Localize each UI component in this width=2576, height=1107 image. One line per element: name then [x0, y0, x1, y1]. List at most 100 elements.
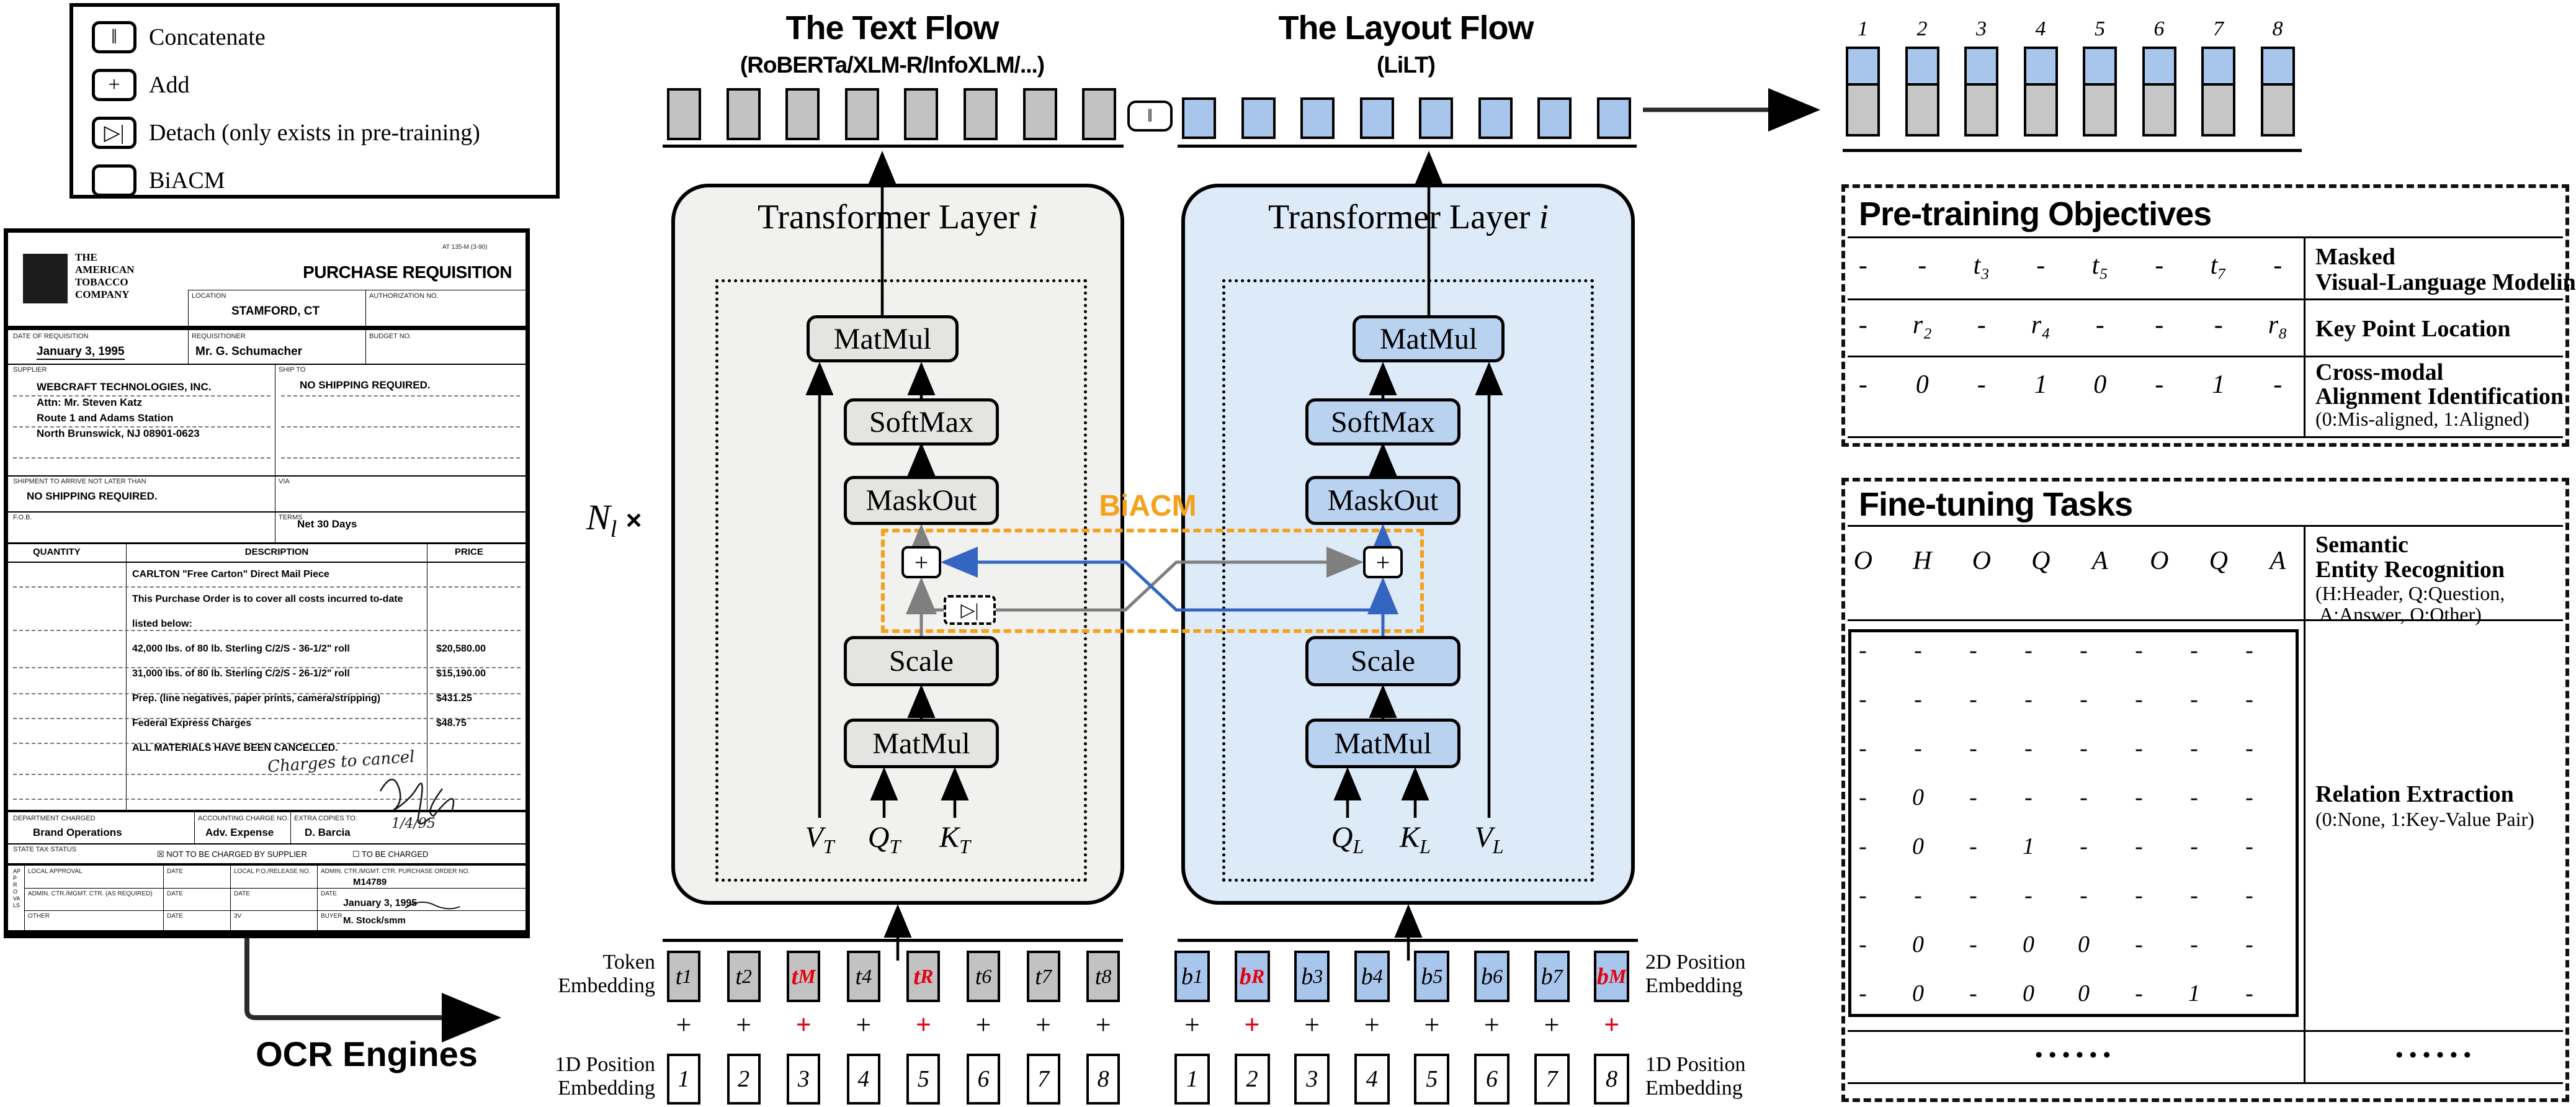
- add-symbol: +: [856, 1009, 872, 1040]
- pos2d-plus-row: ++++++++: [1174, 1009, 1629, 1040]
- line-item-price: $20,580.00: [436, 643, 486, 654]
- relation-matrix-cell: -: [1969, 686, 1977, 712]
- price-header: PRICE: [455, 547, 483, 557]
- output-index: 1: [1858, 17, 1868, 40]
- mvlm-value: -: [2036, 251, 2046, 280]
- tax-label: STATE TAX STATUS: [13, 846, 77, 853]
- line-item-description: CARLTON "Free Carton" Direct Mail Piece: [132, 569, 329, 580]
- relation-matrix-cell: -: [2245, 882, 2253, 908]
- legend-item-label: Concatenate: [149, 24, 266, 50]
- line-items: CARLTON "Free Carton" Direct Mail Piece …: [8, 565, 525, 764]
- terms-label: TERMS: [279, 514, 303, 521]
- output-column: [1846, 47, 1880, 137]
- supplier-address: WEBCRAFT TECHNOLOGIES, INC.Attn: Mr. Ste…: [37, 381, 212, 439]
- line-item-description: listed below:: [132, 619, 192, 629]
- output-text-part: [2142, 86, 2176, 137]
- output-index: 8: [2272, 17, 2283, 40]
- text-matmul-bottom: MatMul: [844, 719, 999, 768]
- output-text-part: [1905, 86, 1939, 137]
- relation-matrix-cell: -: [1859, 686, 1867, 712]
- relation-matrix-cell: -: [1914, 637, 1922, 663]
- buyer-label: BUYER: [321, 913, 342, 920]
- relation-matrix-cell: -: [2080, 735, 2088, 761]
- text-flow-title: The Text Flow: [785, 9, 999, 47]
- shipment-label: SHIPMENT TO ARRIVE NOT LATER THAN: [13, 478, 146, 485]
- relation-matrix-cell: -: [2245, 980, 2253, 1006]
- relation-matrix-cell: 0: [2023, 931, 2034, 957]
- concatenate-node: ‖: [1127, 101, 1173, 132]
- ocr-engines-label: OCR Engines: [256, 1034, 478, 1073]
- pos1d-box: 4: [1354, 1054, 1390, 1105]
- mvlm-value: -: [2155, 251, 2164, 280]
- relation-matrix: -------------------------0-------0-1----…: [1835, 625, 2277, 1018]
- mvlm-value: t₃: [1973, 251, 1990, 280]
- relation-matrix-cell: -: [1969, 980, 1977, 1006]
- fob-label: F.O.B.: [13, 514, 32, 521]
- relation-matrix-cell: -: [1859, 784, 1867, 810]
- cai-value: 0: [2093, 370, 2107, 399]
- relation-matrix-cell: -: [2024, 637, 2033, 663]
- line-item-description: Federal Express Charges: [132, 718, 252, 728]
- text-scale: Scale: [844, 636, 999, 686]
- accounting-label: ACCOUNTING CHARGE NO.: [198, 815, 289, 822]
- layout-input-q: QL: [1331, 821, 1364, 858]
- relation-matrix-cell: -: [2190, 931, 2198, 957]
- legend-items: ‖ Concatenate + Add ▷| Detach (only exis…: [92, 13, 480, 204]
- text-flow-subtitle: (RoBERTa/XLM-R/InfoXLM/...): [740, 52, 1045, 78]
- relation-matrix-cell: 1: [2188, 980, 2200, 1006]
- cai-value: 1: [2034, 370, 2047, 399]
- relation-matrix-cell: -: [1969, 882, 1977, 908]
- description-header: DESCRIPTION: [244, 547, 309, 557]
- output-text-part: [1964, 86, 1998, 137]
- line-item-description: Prep. (line negatives, paper prints, cam…: [132, 693, 381, 704]
- layout-flow-subtitle: (LiLT): [1377, 52, 1436, 78]
- add-symbol: +: [1604, 1009, 1620, 1040]
- relation-matrix-cell: -: [1859, 882, 1867, 908]
- relation-matrix-cell: -: [2245, 686, 2253, 712]
- relation-matrix-cell: -: [2080, 784, 2088, 810]
- relation-matrix-cell: -: [1859, 980, 1867, 1006]
- pos1d-box: 5: [906, 1054, 941, 1105]
- ellipsis-right: ••••••: [2395, 1044, 2477, 1067]
- mvlm-value: t₇: [2210, 251, 2227, 280]
- output-layout-part: [1846, 47, 1880, 86]
- n-subscript: l: [610, 516, 617, 542]
- buyer-value: M. Stock/smm: [343, 915, 406, 926]
- cai-label-1: Cross-modal: [2315, 359, 2444, 385]
- local-po-label: LOCAL P.O./RELEASE NO.: [234, 868, 311, 875]
- output-index: 5: [2095, 17, 2105, 40]
- admin-ctr-label: ADMIN. CTR./MGMT. CTR. (AS REQUIRED): [28, 890, 153, 897]
- output-layout-part: [2260, 47, 2295, 86]
- add-symbol: +: [975, 1009, 991, 1040]
- relation-matrix-cell: -: [2245, 637, 2253, 663]
- re-label: Relation Extraction: [2315, 781, 2514, 807]
- output-layout-part: [1905, 47, 1939, 86]
- output-index: 7: [2213, 17, 2224, 40]
- pretraining-title: Pre-training Objectives: [1859, 195, 2212, 233]
- relation-matrix-cell: -: [1859, 735, 1867, 761]
- pos1d-left-row: 1 2 3 4 5 6 7 8: [667, 1054, 1120, 1105]
- ellipsis-left: ••••••: [2035, 1044, 2117, 1067]
- date-label-3: DATE: [234, 890, 250, 897]
- add-symbol: +: [1544, 1009, 1560, 1040]
- pos1d-box: 7: [1534, 1054, 1570, 1105]
- text-add-node: +: [901, 546, 941, 578]
- ser-value: O: [2150, 547, 2169, 575]
- output-text-part: [2023, 86, 2058, 137]
- layout-matmul-top: MatMul: [1353, 315, 1505, 362]
- approvals-vertical-word: APPROVALS: [13, 868, 21, 908]
- ser-value: Q: [2031, 547, 2051, 575]
- via-label: VIA: [279, 478, 290, 485]
- relation-matrix-cell: -: [1859, 833, 1867, 859]
- output-index: 2: [1916, 17, 1928, 40]
- layout-add-node: +: [1363, 546, 1403, 578]
- ser-value: A: [2270, 547, 2286, 575]
- handwritten-date: 1/4/95: [391, 816, 436, 831]
